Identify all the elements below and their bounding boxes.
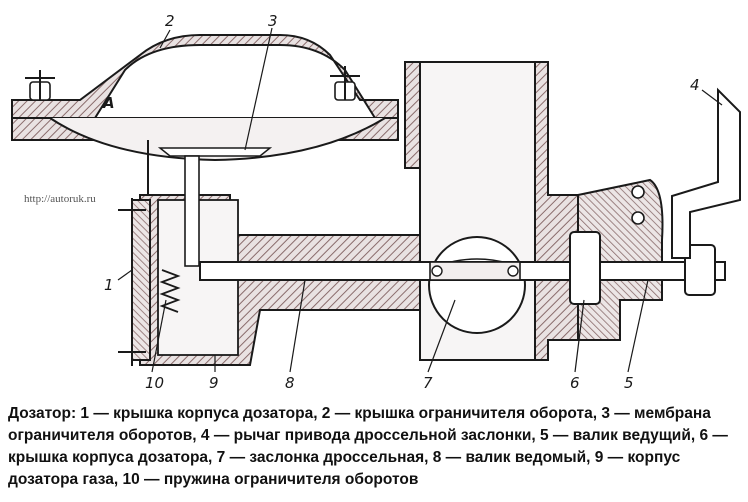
callout-9: 9 <box>209 374 219 392</box>
body-cover-screw <box>118 198 146 366</box>
membrane-plate <box>157 147 273 157</box>
cover-screw-right <box>330 66 360 101</box>
callout-1: 1 <box>104 276 114 294</box>
figure-caption: Дозатор: 1 — крышка корпуса дозатора, 2 … <box>8 405 728 488</box>
callout-4: 4 <box>690 76 700 94</box>
shaft-nut <box>684 244 716 296</box>
doser-cross-section-diagram: http://autoruk.ru A 2 3 4 1 10 9 8 7 6 5 <box>11 12 741 392</box>
callout-5: 5 <box>624 374 634 392</box>
housing-cover <box>569 231 601 305</box>
callout-10: 10 <box>145 374 164 392</box>
cover-screw-left <box>25 70 55 101</box>
limiter-membrane <box>49 117 386 162</box>
watermark-text: http://autoruk.ru <box>24 193 96 205</box>
callout-6: 6 <box>570 374 580 392</box>
callout-8: 8 <box>285 374 295 392</box>
shaft-clamp <box>429 261 521 281</box>
chamber-label: A <box>102 94 115 112</box>
callout-leaders <box>117 27 723 373</box>
callout-2: 2 <box>165 12 175 30</box>
membrane-rod <box>184 155 200 267</box>
callout-3: 3 <box>268 12 278 30</box>
throttle-lever <box>671 87 741 259</box>
body-cover <box>131 199 151 361</box>
callout-7: 7 <box>423 374 433 392</box>
throttle-valve <box>428 236 526 334</box>
